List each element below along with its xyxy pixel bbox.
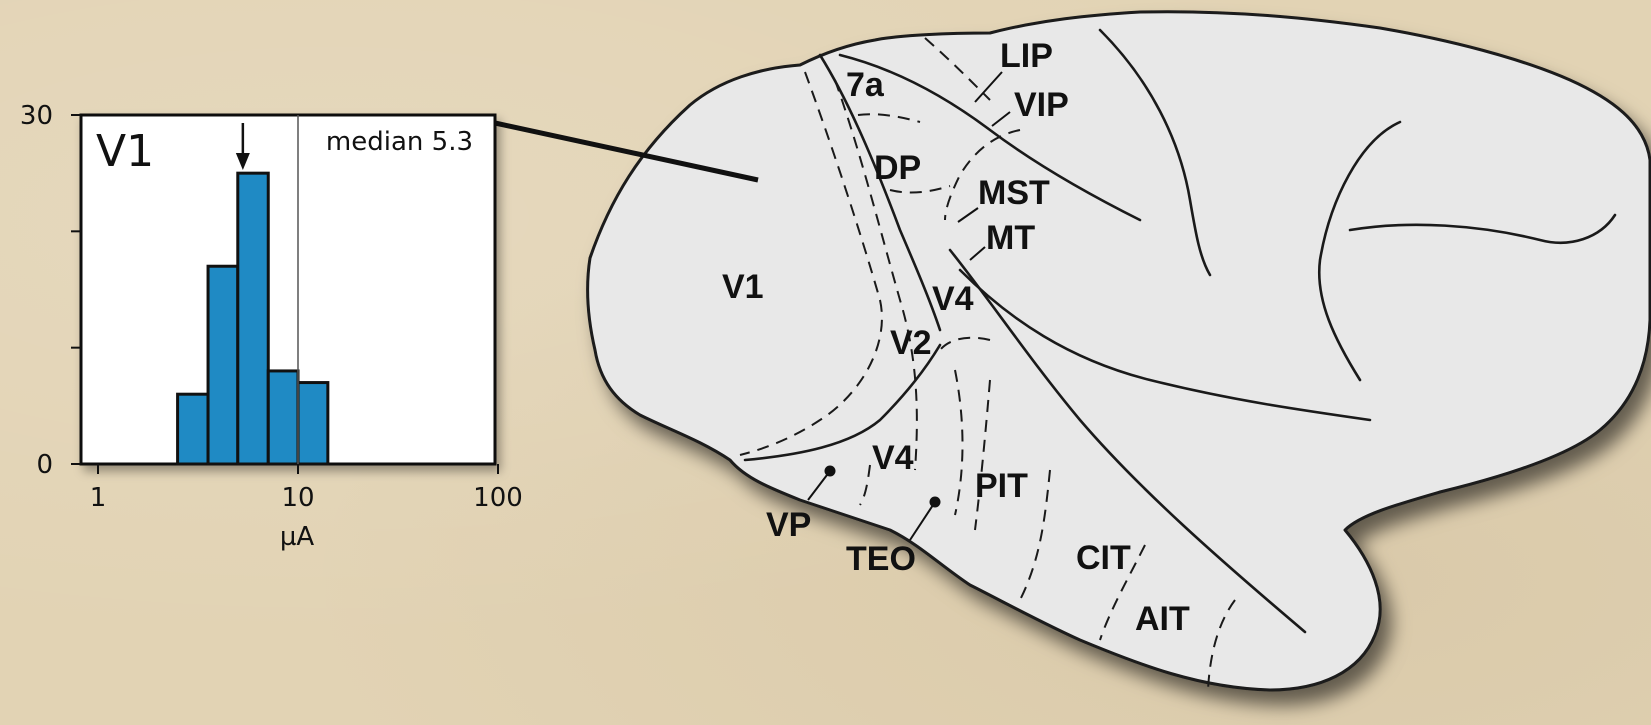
arcuate-sulcus [1348,213,1617,244]
bars-layer [176,171,330,466]
teo-leader [909,501,936,541]
region-label-v4-dorsal: V4 [932,280,974,318]
mt-leader [969,246,986,261]
brain-diagram: V1 V2 V4 V4 7a DP LIP VIP MST MT VP TEO … [586,10,1651,692]
x-tick-label: 10 [281,483,314,513]
v2-v4-boundary [834,79,918,471]
v4-teo-boundary-b [954,369,964,516]
inferior-occipital-sulcus [743,343,942,462]
v4-teo-boundary-a [859,464,871,506]
x-axis-label: µA [280,522,315,552]
region-label-mt: MT [986,219,1035,257]
region-label-mst: MST [978,174,1050,212]
intraparietal-sulcus [838,53,1142,222]
region-label-vp: VP [766,506,811,544]
median-arrow-head [235,153,250,170]
region-label-ait: AIT [1135,600,1190,638]
superior-temporal-sulcus [948,248,1307,634]
region-label-cit: CIT [1076,539,1131,577]
ait-boundary [1207,599,1236,691]
y-tick-label: 0 [36,450,53,480]
region-label-v1: V1 [722,268,764,306]
region-label-lip: LIP [1000,37,1053,75]
7a-dp-boundary [857,113,921,123]
histogram-panel: 0 30 1 10 100 V1 median 5.3 µA [20,101,523,552]
histogram-bar-1 [206,264,240,466]
central-sulcus [1317,120,1402,382]
region-label-v2: V2 [890,324,932,362]
histogram-bar-2 [236,171,270,466]
region-label-pit: PIT [975,467,1028,505]
lip-vip-boundary [924,37,991,101]
connector-line [494,120,759,183]
region-label-v4-ventral: V4 [872,439,914,477]
chart-title: V1 [96,126,154,177]
precentral-sulcus [1098,28,1212,277]
vip-boundary [944,129,1021,221]
lateral-sulcus [958,268,1372,422]
median-annotation: median 5.3 [326,127,473,157]
region-label-dp: DP [874,149,921,187]
mst-leader [957,207,979,223]
dp-boundary [889,185,951,194]
v4-mt-boundary [939,336,991,351]
cit-ait-boundary [1099,544,1146,641]
x-tick-label: 1 [90,483,107,513]
pit-cit-boundary [1019,469,1051,601]
vp-leader [807,470,831,501]
vip-leader [991,111,1011,127]
brain-outline [586,10,1651,692]
lunate-sulcus [818,53,942,332]
region-label-teo: TEO [846,540,916,578]
y-tick-label: 30 [20,101,53,131]
lip-leader [974,71,1003,103]
histogram-bar-4 [296,381,330,466]
region-label-vip: VIP [1014,86,1069,124]
teo-pit-boundary [974,379,991,531]
histogram-bar-0 [176,392,210,466]
histogram-bar-3 [266,369,300,466]
x-tick-label: 100 [473,483,523,513]
axis-layer: 0 30 1 10 100 [20,101,523,513]
region-label-7a: 7a [846,66,885,104]
